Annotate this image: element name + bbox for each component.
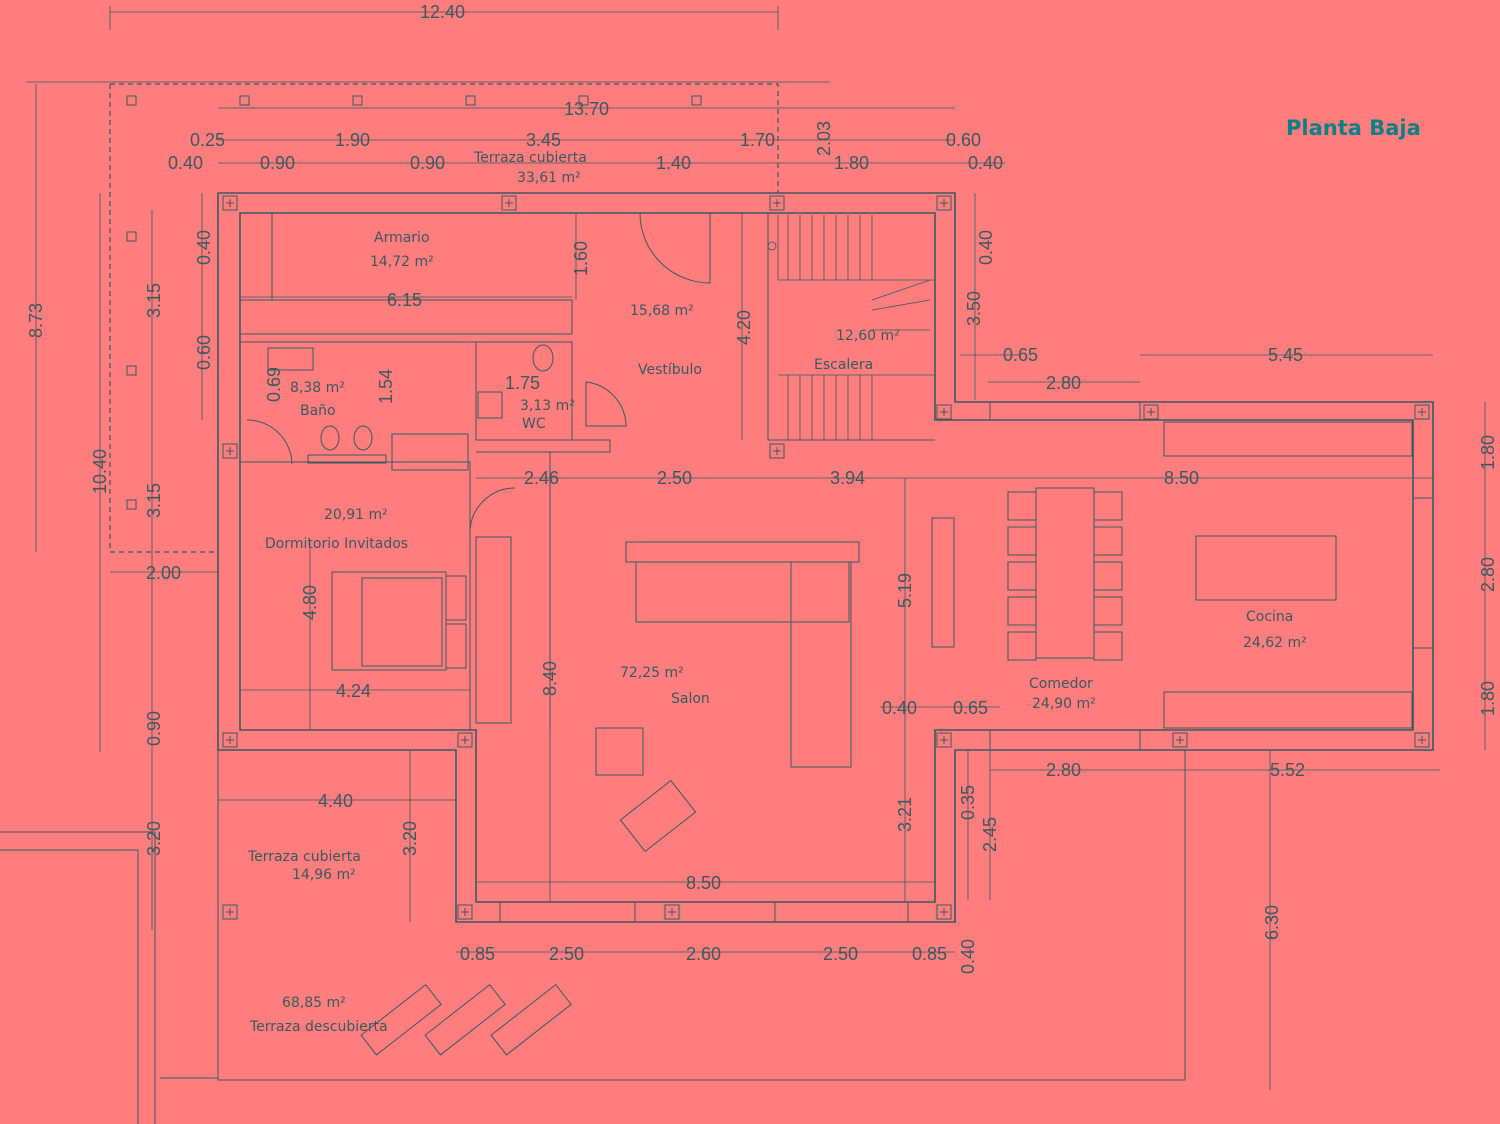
dimension-label: 4.40 — [318, 791, 353, 811]
dimension-label: 3.21 — [895, 797, 915, 832]
dimension-label: 0.69 — [264, 367, 284, 402]
plan-title: Planta Baja — [1286, 116, 1421, 140]
dimension-label: 0.40 — [194, 230, 214, 265]
room-name: Vestíbulo — [638, 362, 702, 378]
room-name: Terraza cubierta — [473, 150, 587, 166]
room-area: 24,90 m² — [1032, 696, 1096, 712]
dimension-label: 1.90 — [335, 130, 370, 150]
dimension-label: 1.60 — [571, 241, 591, 276]
dimension-label: 1.70 — [740, 130, 775, 150]
dimension-label: 6.30 — [1262, 905, 1282, 940]
room-name: Cocina — [1246, 609, 1293, 625]
dimension-label: 0.25 — [190, 130, 225, 150]
dimension-label: 4.80 — [300, 585, 320, 620]
dimension-label: 0.90 — [144, 711, 164, 746]
room-name: Armario — [374, 230, 430, 246]
dimension-label: 2.60 — [686, 944, 721, 964]
dimension-label: 8.50 — [686, 873, 721, 893]
dimension-label: 0.40 — [958, 939, 978, 974]
dimension-label: 8.73 — [26, 303, 46, 338]
dimension-label: 3.15 — [144, 483, 164, 518]
room-area: 12,60 m² — [836, 328, 900, 344]
walls — [217, 192, 1434, 923]
dimension-label: 3.50 — [964, 291, 984, 326]
room-name: Terraza cubierta — [247, 849, 361, 865]
dimension-label: 0.40 — [882, 698, 917, 718]
room-area: 14,72 m² — [370, 254, 434, 270]
dimension-label: 13.70 — [564, 99, 609, 119]
room-name: Dormitorio Invitados — [265, 536, 408, 552]
room-name: Comedor — [1029, 676, 1093, 692]
room-name: Salon — [671, 691, 710, 707]
room-area: 20,91 m² — [324, 507, 388, 523]
dimension-label: 2.80 — [1046, 373, 1081, 393]
dimension-label: 0.85 — [912, 944, 947, 964]
room-name: Escalera — [814, 357, 873, 373]
dimension-label: 0.60 — [946, 130, 981, 150]
room-area: 3,13 m² — [520, 398, 575, 414]
dimension-label: 0.60 — [194, 335, 214, 370]
dimension-label: 2.50 — [823, 944, 858, 964]
dimension-label: 0.90 — [260, 153, 295, 173]
dimension-label: 2.03 — [814, 121, 834, 156]
dimension-label: 2.46 — [524, 468, 559, 488]
dimension-label: 2.50 — [657, 468, 692, 488]
dimension-label: 2.50 — [549, 944, 584, 964]
covered-terrace-outline — [109, 83, 779, 553]
dimension-label: 3.45 — [526, 130, 561, 150]
room-area: 15,68 m² — [630, 303, 694, 319]
dimension-label: 1.80 — [1478, 435, 1498, 470]
dimension-label: 0.65 — [953, 698, 988, 718]
room-area: 68,85 m² — [282, 995, 346, 1011]
dimension-label: 2.80 — [1046, 760, 1081, 780]
staircase — [767, 215, 935, 440]
room-area: 72,25 m² — [620, 665, 684, 681]
dimension-label: 8.50 — [1164, 468, 1199, 488]
dimension-label: 0.85 — [460, 944, 495, 964]
dimension-label: 5.52 — [1270, 760, 1305, 780]
dimension-label: 2.80 — [1478, 557, 1498, 592]
dimension-label: 0.65 — [1003, 345, 1038, 365]
dimension-label: 3.20 — [400, 821, 420, 856]
dimension-label: 0.40 — [968, 153, 1003, 173]
dimension-label: 1.80 — [834, 153, 869, 173]
dimension-label: 0.40 — [168, 153, 203, 173]
room-name: WC — [522, 416, 546, 432]
dimension-labels: 12.40 13.70 0.25 1.90 3.45 1.70 2.03 0.6… — [26, 2, 1498, 974]
room-name: Terraza descubierta — [249, 1019, 388, 1035]
dimension-label: 2.45 — [980, 817, 1000, 852]
room-name: Baño — [300, 403, 336, 419]
dimension-label: 1.75 — [505, 373, 540, 393]
dimension-label: 4.24 — [336, 681, 371, 701]
dimension-label: 0.35 — [958, 785, 978, 820]
dimension-label: 5.19 — [895, 573, 915, 608]
dimension-label: 6.15 — [387, 290, 422, 310]
room-area: 14,96 m² — [292, 867, 356, 883]
dimension-label: 2.00 — [146, 563, 181, 583]
dimension-label: 1.80 — [1478, 681, 1498, 716]
dimension-label: 3.15 — [144, 283, 164, 318]
dimension-label: 12.40 — [420, 2, 465, 22]
furniture — [239, 212, 1413, 1056]
dimension-label: 4.20 — [734, 310, 754, 345]
dimension-label: 0.40 — [976, 230, 996, 265]
outdoor-outline — [0, 750, 1186, 1124]
dimension-label: 3.94 — [830, 468, 865, 488]
dimension-label: 0.90 — [410, 153, 445, 173]
dimension-label: 8.40 — [540, 661, 560, 696]
room-labels: Terraza cubierta 33,61 m² Armario 14,72 … — [247, 150, 1307, 1035]
room-area: 33,61 m² — [517, 170, 581, 186]
dimension-label: 1.40 — [656, 153, 691, 173]
dimension-label: 10.40 — [90, 449, 110, 494]
dimension-label: 1.54 — [376, 369, 396, 404]
room-area: 8,38 m² — [290, 380, 345, 396]
dimension-label: 3.20 — [144, 821, 164, 856]
room-area: 24,62 m² — [1243, 635, 1307, 651]
dimension-lines — [26, 6, 1486, 1090]
dimension-label: 5.45 — [1268, 345, 1303, 365]
